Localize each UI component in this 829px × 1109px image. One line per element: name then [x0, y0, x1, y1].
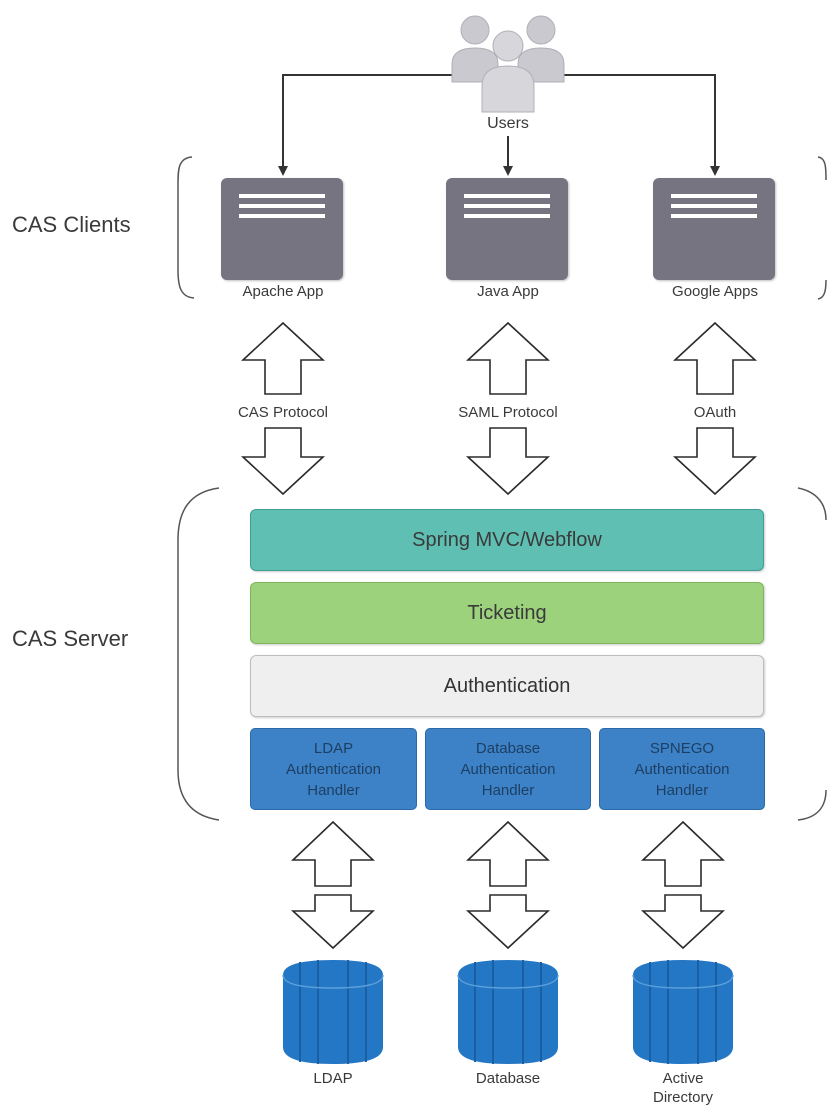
apache-app-label: Apache App: [242, 283, 324, 300]
store-arrow-database: [465, 820, 551, 950]
handler-line: Handler: [655, 781, 709, 799]
ticketing-layer: Ticketing: [250, 582, 764, 644]
active-directory-label-line1: Active: [662, 1070, 704, 1087]
database-authentication-handler: Database Authentication Handler: [425, 728, 591, 810]
cas-clients-brace: [177, 156, 827, 300]
doc-line: [239, 194, 325, 198]
user-connector-lines: [278, 74, 720, 176]
ldap-authentication-handler: LDAP Authentication Handler: [250, 728, 417, 810]
database-store-label: Database: [475, 1070, 541, 1087]
handler-line: Authentication: [460, 760, 556, 778]
cas-protocol-label: CAS Protocol: [237, 404, 329, 421]
active-directory-database-icon: [632, 960, 734, 1064]
google-apps-card: [653, 178, 775, 280]
users-label: Users: [487, 115, 529, 132]
cas-server-label: CAS Server: [12, 626, 129, 651]
store-arrow-ldap: [290, 820, 376, 950]
cas-server-brace: [177, 487, 827, 821]
store-arrow-active-directory: [640, 820, 726, 950]
doc-line: [464, 194, 550, 198]
doc-line: [239, 214, 325, 218]
handler-line: Authentication: [634, 760, 730, 778]
protocol-arrow-oauth: [672, 321, 758, 496]
doc-line: [671, 214, 757, 218]
authentication-layer: Authentication: [250, 655, 764, 717]
doc-line: [239, 204, 325, 208]
doc-line: [464, 204, 550, 208]
handler-line: Authentication: [285, 760, 382, 778]
handler-line: Handler: [481, 781, 535, 799]
protocol-arrow-cas: [240, 321, 326, 496]
oauth-label: OAuth: [693, 404, 737, 421]
spnego-authentication-handler: SPNEGO Authentication Handler: [599, 728, 765, 810]
handler-line: SPNEGO: [649, 739, 715, 757]
apache-app-card: [221, 178, 343, 280]
doc-line: [671, 194, 757, 198]
ldap-store-label: LDAP: [313, 1070, 353, 1087]
java-app-label: Java App: [477, 283, 539, 300]
ldap-database-icon: [282, 960, 384, 1064]
active-directory-label-line2: Directory: [652, 1089, 713, 1106]
spring-mvc-webflow-layer: Spring MVC/Webflow: [250, 509, 764, 571]
doc-line: [464, 214, 550, 218]
users-icon: [451, 15, 565, 113]
protocol-arrow-saml: [465, 321, 551, 496]
google-apps-label: Google Apps: [672, 283, 758, 300]
sql-database-icon: [457, 960, 559, 1064]
doc-line: [671, 204, 757, 208]
java-app-card: [446, 178, 568, 280]
cas-clients-label: CAS Clients: [12, 212, 131, 237]
handler-line: Database: [475, 739, 541, 757]
saml-protocol-label: SAML Protocol: [458, 404, 558, 421]
handler-line: Handler: [307, 781, 360, 799]
handler-line: LDAP: [313, 739, 354, 757]
